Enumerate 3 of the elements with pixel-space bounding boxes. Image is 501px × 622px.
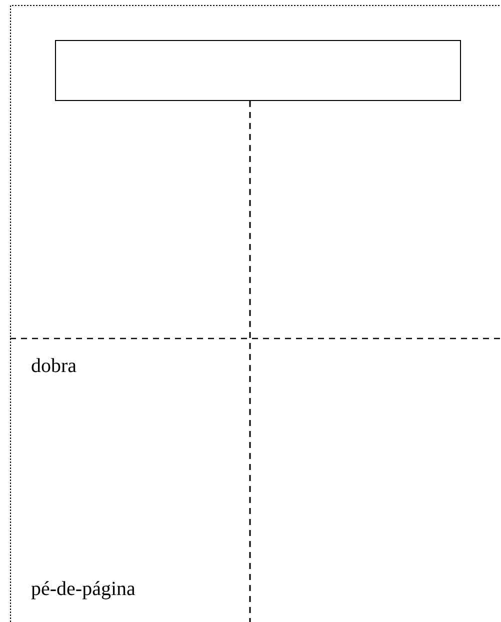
empty-box: [55, 40, 461, 101]
fold-label: dobra: [31, 356, 77, 376]
footer-label: pé-de-página: [31, 579, 136, 599]
